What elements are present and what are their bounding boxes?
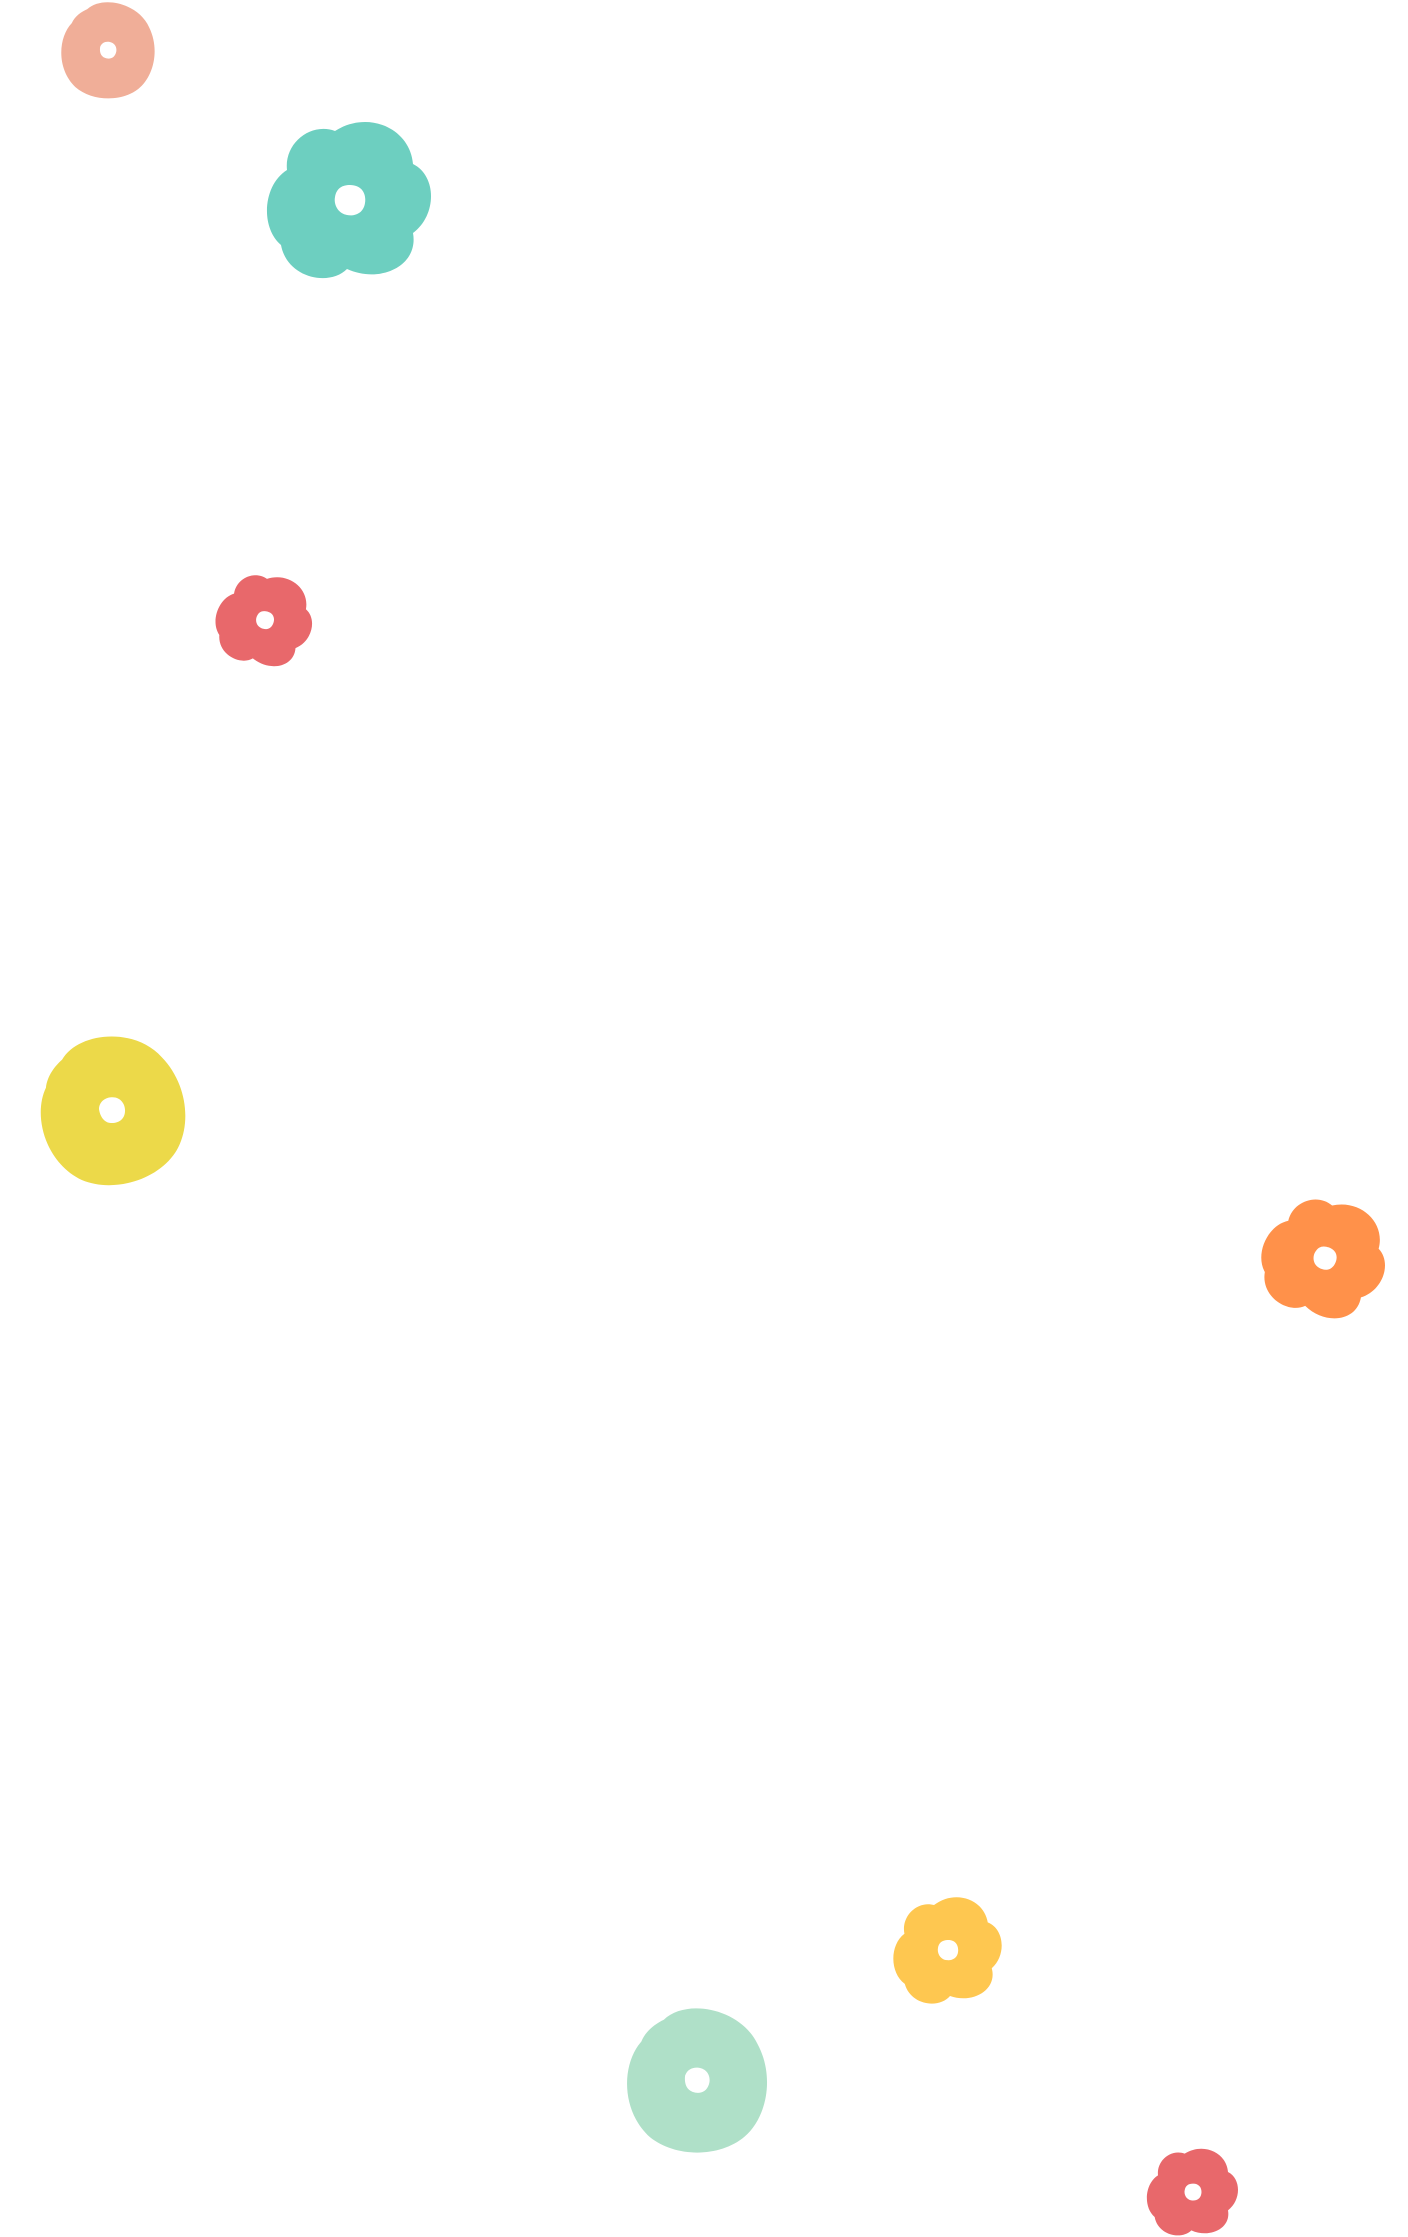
flower-1-shape [53, 0, 163, 106]
flower-4-icon [30, 1026, 195, 1195]
flower-2-shape [266, 122, 431, 279]
flower-6-shape [888, 1893, 1007, 2007]
flower-6-icon [888, 1893, 1007, 2007]
flower-7-shape [618, 1999, 777, 2162]
flower-1-icon [53, 0, 163, 106]
flower-4-shape [30, 1026, 195, 1195]
flower-5-icon [1246, 1181, 1403, 1334]
flower-2-icon [266, 122, 431, 279]
flower-7-icon [618, 1999, 777, 2162]
flower-3-icon [206, 563, 323, 677]
flower-8-icon [1146, 2148, 1238, 2236]
flower-5-shape [1246, 1181, 1403, 1334]
flower-8-shape [1146, 2148, 1238, 2236]
flower-3-shape [206, 563, 323, 677]
